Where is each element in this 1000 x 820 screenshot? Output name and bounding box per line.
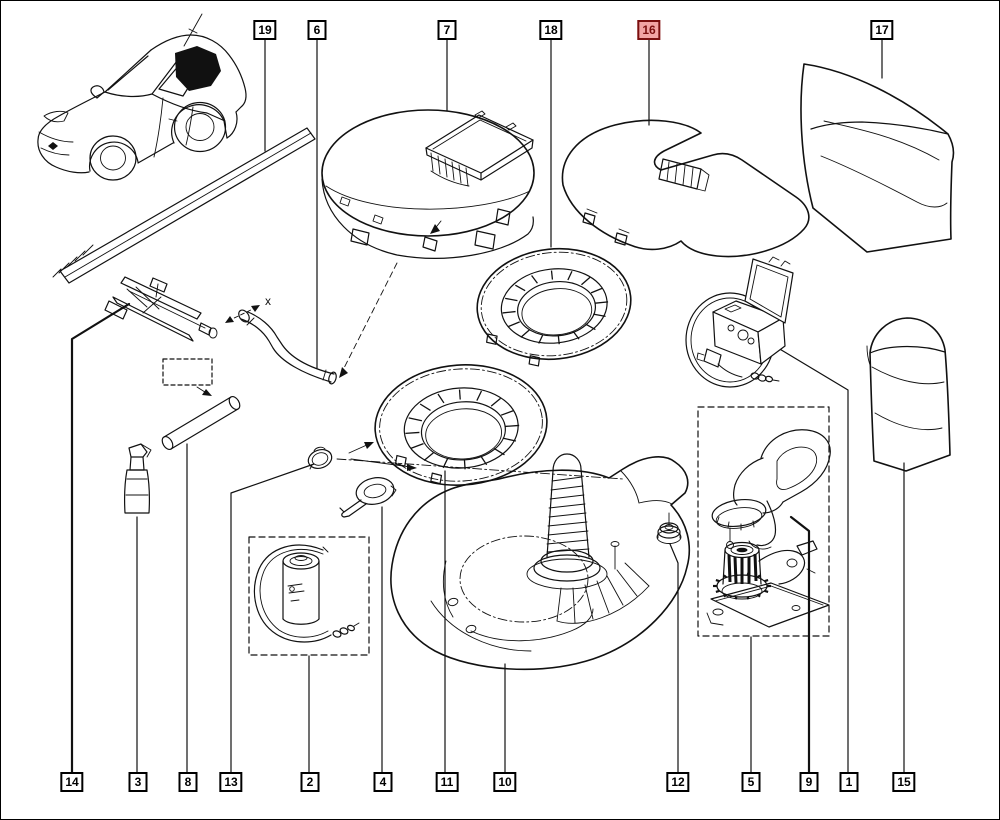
roller-tube-part-8	[161, 395, 241, 451]
sealant-kit-part-2	[248, 536, 370, 656]
dimension-label-x: x	[265, 294, 271, 308]
foam-ring-part-18	[476, 247, 632, 367]
callout-3[interactable]: 3	[128, 772, 148, 792]
fastener-clip-part-13	[307, 446, 333, 470]
wheel-brace-part-6: x	[225, 294, 337, 385]
scissor-jack-part-14	[104, 276, 218, 342]
callout-1[interactable]: 1	[839, 772, 859, 792]
towing-hook-part-4	[339, 477, 397, 518]
stowage-tray-part-7	[321, 109, 535, 378]
callout-11[interactable]: 11	[435, 772, 459, 792]
leader-line-14	[70, 302, 131, 774]
leader-line-13	[230, 463, 315, 773]
callout-16-highlighted[interactable]: 16	[637, 20, 661, 40]
callout-9[interactable]: 9	[799, 772, 819, 792]
retaining-screw-part-12	[656, 512, 682, 544]
callout-4[interactable]: 4	[373, 772, 393, 792]
sill-strip-part-19	[52, 127, 316, 284]
sealant-bottle-part-3	[124, 443, 152, 514]
callout-19[interactable]: 19	[253, 20, 277, 40]
callout-6[interactable]: 6	[307, 20, 327, 40]
callout-17[interactable]: 17	[870, 20, 894, 40]
leader-line-1	[777, 347, 849, 773]
callout-18[interactable]: 18	[539, 20, 563, 40]
callout-8[interactable]: 8	[178, 772, 198, 792]
compressor-pump-part-5	[706, 540, 830, 628]
leader-line-12	[669, 543, 679, 773]
callout-15[interactable]: 15	[892, 772, 916, 792]
callout-14[interactable]: 14	[60, 772, 84, 792]
wheel-cover-plate-part-10	[390, 453, 691, 671]
leader-lines	[70, 39, 905, 774]
foam-insert-part-16	[561, 119, 810, 258]
callout-12[interactable]: 12	[666, 772, 690, 792]
callout-2[interactable]: 2	[300, 772, 320, 792]
compressor-case-part-1	[685, 256, 794, 388]
storage-bag-part-15	[866, 317, 951, 472]
leader-line-9	[789, 515, 811, 774]
callout-13[interactable]: 13	[219, 772, 243, 792]
tool-kit-dashed-box-parts-5-9	[697, 406, 831, 637]
callout-7[interactable]: 7	[437, 20, 457, 40]
stowage-location-marker	[175, 46, 221, 91]
jack-carrier-tool-part-9	[711, 429, 831, 550]
callout-10[interactable]: 10	[493, 772, 517, 792]
storage-bag-part-17	[800, 63, 955, 253]
dimension-annotation-x: x	[225, 294, 271, 323]
car-illustration	[37, 13, 247, 181]
reference-dashed-box	[162, 358, 213, 396]
callout-5[interactable]: 5	[741, 772, 761, 792]
